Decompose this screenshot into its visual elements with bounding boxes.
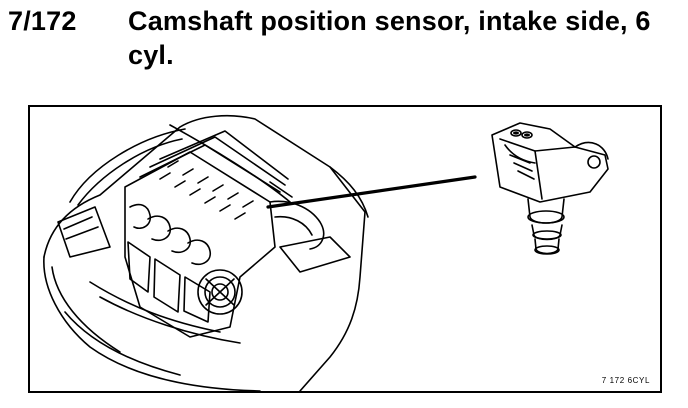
car-front-drawing-icon [43,114,369,391]
sensor-drawing-icon [491,122,609,255]
page-title: Camshaft position sensor, intake side, 6… [128,6,651,70]
leader-line-icon [266,175,477,209]
reference-number: 7/172 [8,6,77,36]
engine-drawing-icon [124,130,351,338]
figure-frame: 7 172 6CYL [28,105,662,393]
heading: 7/172 Camshaft position sensor, intake s… [8,4,678,84]
figure-code-label: 7 172 6CYL [601,376,650,385]
illustration [43,114,609,391]
